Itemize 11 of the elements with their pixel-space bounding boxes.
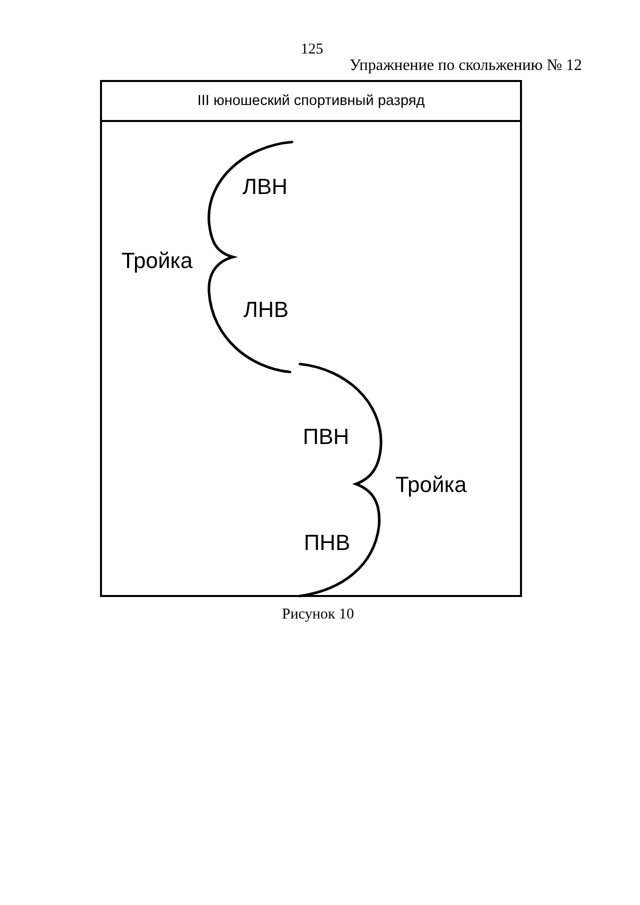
figure-frame (100, 80, 522, 597)
edge-code-label: ЛНВ (244, 299, 288, 321)
exercise-title: Упражнение по скольжению № 12 (349, 58, 582, 74)
edge-code-label: ПВН (302, 426, 350, 448)
page-number: 125 (300, 42, 324, 58)
edge-code-label: ЛВН (242, 176, 288, 198)
figure-caption: Рисунок 10 (282, 608, 354, 622)
turn-label: Тройка (121, 250, 193, 272)
rank-heading: III юношеский спортивный разряд (197, 93, 425, 109)
turn-label: Тройка (395, 474, 467, 496)
edge-code-label: ПНВ (304, 532, 350, 554)
